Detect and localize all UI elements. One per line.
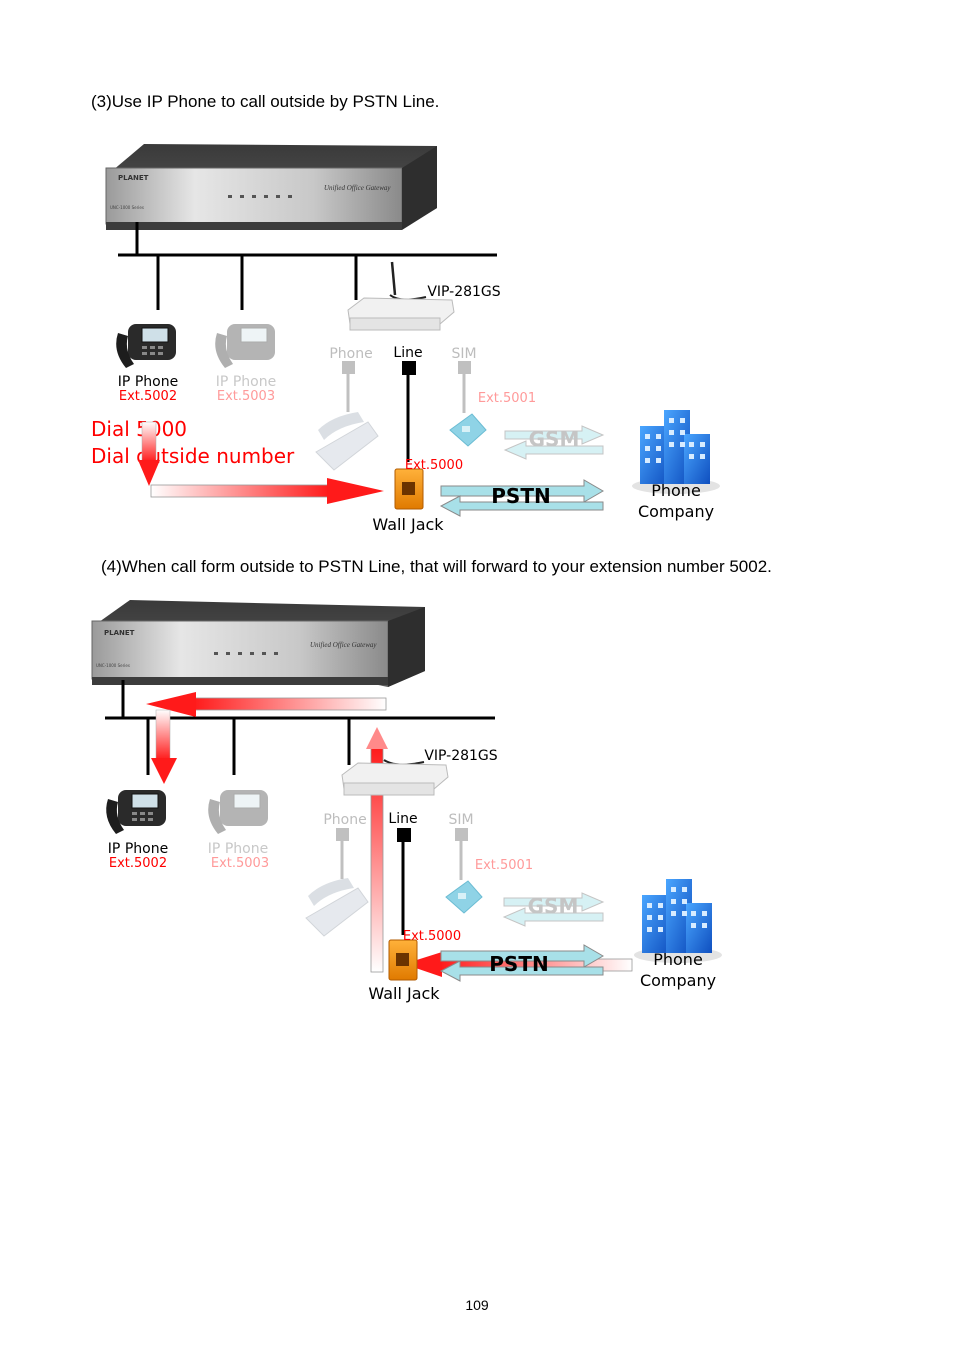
ext-5001-label: Ext.5001 [478, 391, 536, 406]
analog-phone [315, 412, 379, 471]
gateway-device: PLANET Unified Office Gateway UNC-1000 S… [105, 144, 437, 230]
port-phone-connector [336, 828, 349, 841]
vip-281gs-device: VIP-281GS Phone Line SIM [323, 748, 497, 828]
gsm-label: GSM [529, 427, 580, 451]
ip-phone-5002: IP Phone Ext.5002 [106, 790, 168, 871]
dial-outside-text: Dial outside number [91, 444, 295, 468]
gateway-brand: PLANET [104, 629, 135, 637]
ip-phone-5003 [215, 324, 275, 368]
port-sim-connector [455, 828, 468, 841]
ip-phone-1-label: IP Phone [118, 374, 178, 390]
company-label-line1: Phone [651, 481, 701, 500]
port-phone-connector [342, 361, 355, 374]
section-3-caption: (3)Use IP Phone to call outside by PSTN … [91, 92, 440, 111]
ext-5000-label: Ext.5000 [403, 929, 461, 944]
ip-phone-2-label: IP Phone [216, 374, 276, 390]
gateway-device: PLANET Unified Office Gateway UNC-1000 S… [91, 600, 425, 687]
section-4-caption: (4)When call form outside to PSTN Line, … [101, 557, 772, 576]
vip-label: VIP-281GS [427, 284, 500, 300]
ext-5000-label: Ext.5000 [405, 458, 463, 473]
company-label-line2: Company [640, 971, 716, 990]
gsm-label: GSM [528, 894, 579, 918]
sim-card-icon [445, 880, 483, 914]
port-phone-label: Phone [323, 812, 366, 828]
inbound-flow-arrow [146, 692, 633, 977]
page-number: 109 [465, 1297, 489, 1313]
gsm-arrows: GSM [503, 425, 605, 460]
pstn-arrows: PSTN [439, 944, 604, 982]
ip-phone-1-ext: Ext.5002 [109, 856, 167, 871]
diagram-inbound-call: PLANET Unified Office Gateway UNC-1000 S… [91, 600, 722, 1003]
gateway-model: UNC-1000 Series [110, 205, 144, 210]
gateway-name: Unified Office Gateway [324, 184, 391, 192]
ip-phone-1-ext: Ext.5002 [119, 389, 177, 404]
analog-phone [305, 878, 369, 937]
ip-phone-1-label: IP Phone [108, 841, 168, 857]
gateway-model: UNC-1000 Series [96, 663, 130, 668]
gateway-brand: PLANET [118, 174, 149, 182]
phone-company-building-icon [632, 410, 720, 494]
port-line-connector [402, 361, 416, 375]
port-line-connector [397, 828, 411, 842]
vip-281gs-device: VIP-281GS Phone Line SIM [329, 261, 501, 362]
vip-label: VIP-281GS [424, 748, 497, 764]
wall-jack-label: Wall Jack [368, 984, 440, 1003]
ip-phone-2-ext: Ext.5003 [211, 856, 269, 871]
ip-phone-5003 [208, 790, 268, 834]
port-line-label: Line [393, 345, 422, 361]
phone-company-building-icon [634, 879, 722, 963]
dial-5000-text: Dial 5000 [91, 417, 187, 441]
port-line-label: Line [388, 811, 417, 827]
ip-phone-2-ext: Ext.5003 [217, 389, 275, 404]
gateway-name: Unified Office Gateway [310, 641, 377, 649]
wall-jack-icon [394, 468, 424, 510]
port-sim-connector [458, 361, 471, 374]
ip-phone-5002: IP Phone Ext.5002 [116, 324, 178, 404]
diagram-outbound-call: PLANET Unified Office Gateway UNC-1000 S… [91, 144, 720, 534]
sim-card-icon [449, 413, 487, 447]
gsm-arrows: GSM [502, 892, 605, 927]
pstn-arrows: PSTN [439, 479, 604, 517]
company-label-line1: Phone [653, 950, 703, 969]
port-phone-label: Phone [329, 346, 372, 362]
port-sim-label: SIM [448, 812, 473, 828]
port-sim-label: SIM [451, 346, 476, 362]
ip-phone-2-label: IP Phone [208, 841, 268, 857]
outbound-flow-arrow [138, 421, 384, 504]
company-label-line2: Company [638, 502, 714, 521]
pstn-label: PSTN [491, 484, 550, 508]
ext-5001-label: Ext.5001 [475, 858, 533, 873]
wall-jack-label: Wall Jack [372, 515, 444, 534]
network-bus [118, 222, 497, 310]
wall-jack-icon [388, 939, 418, 981]
pstn-label: PSTN [489, 952, 548, 976]
